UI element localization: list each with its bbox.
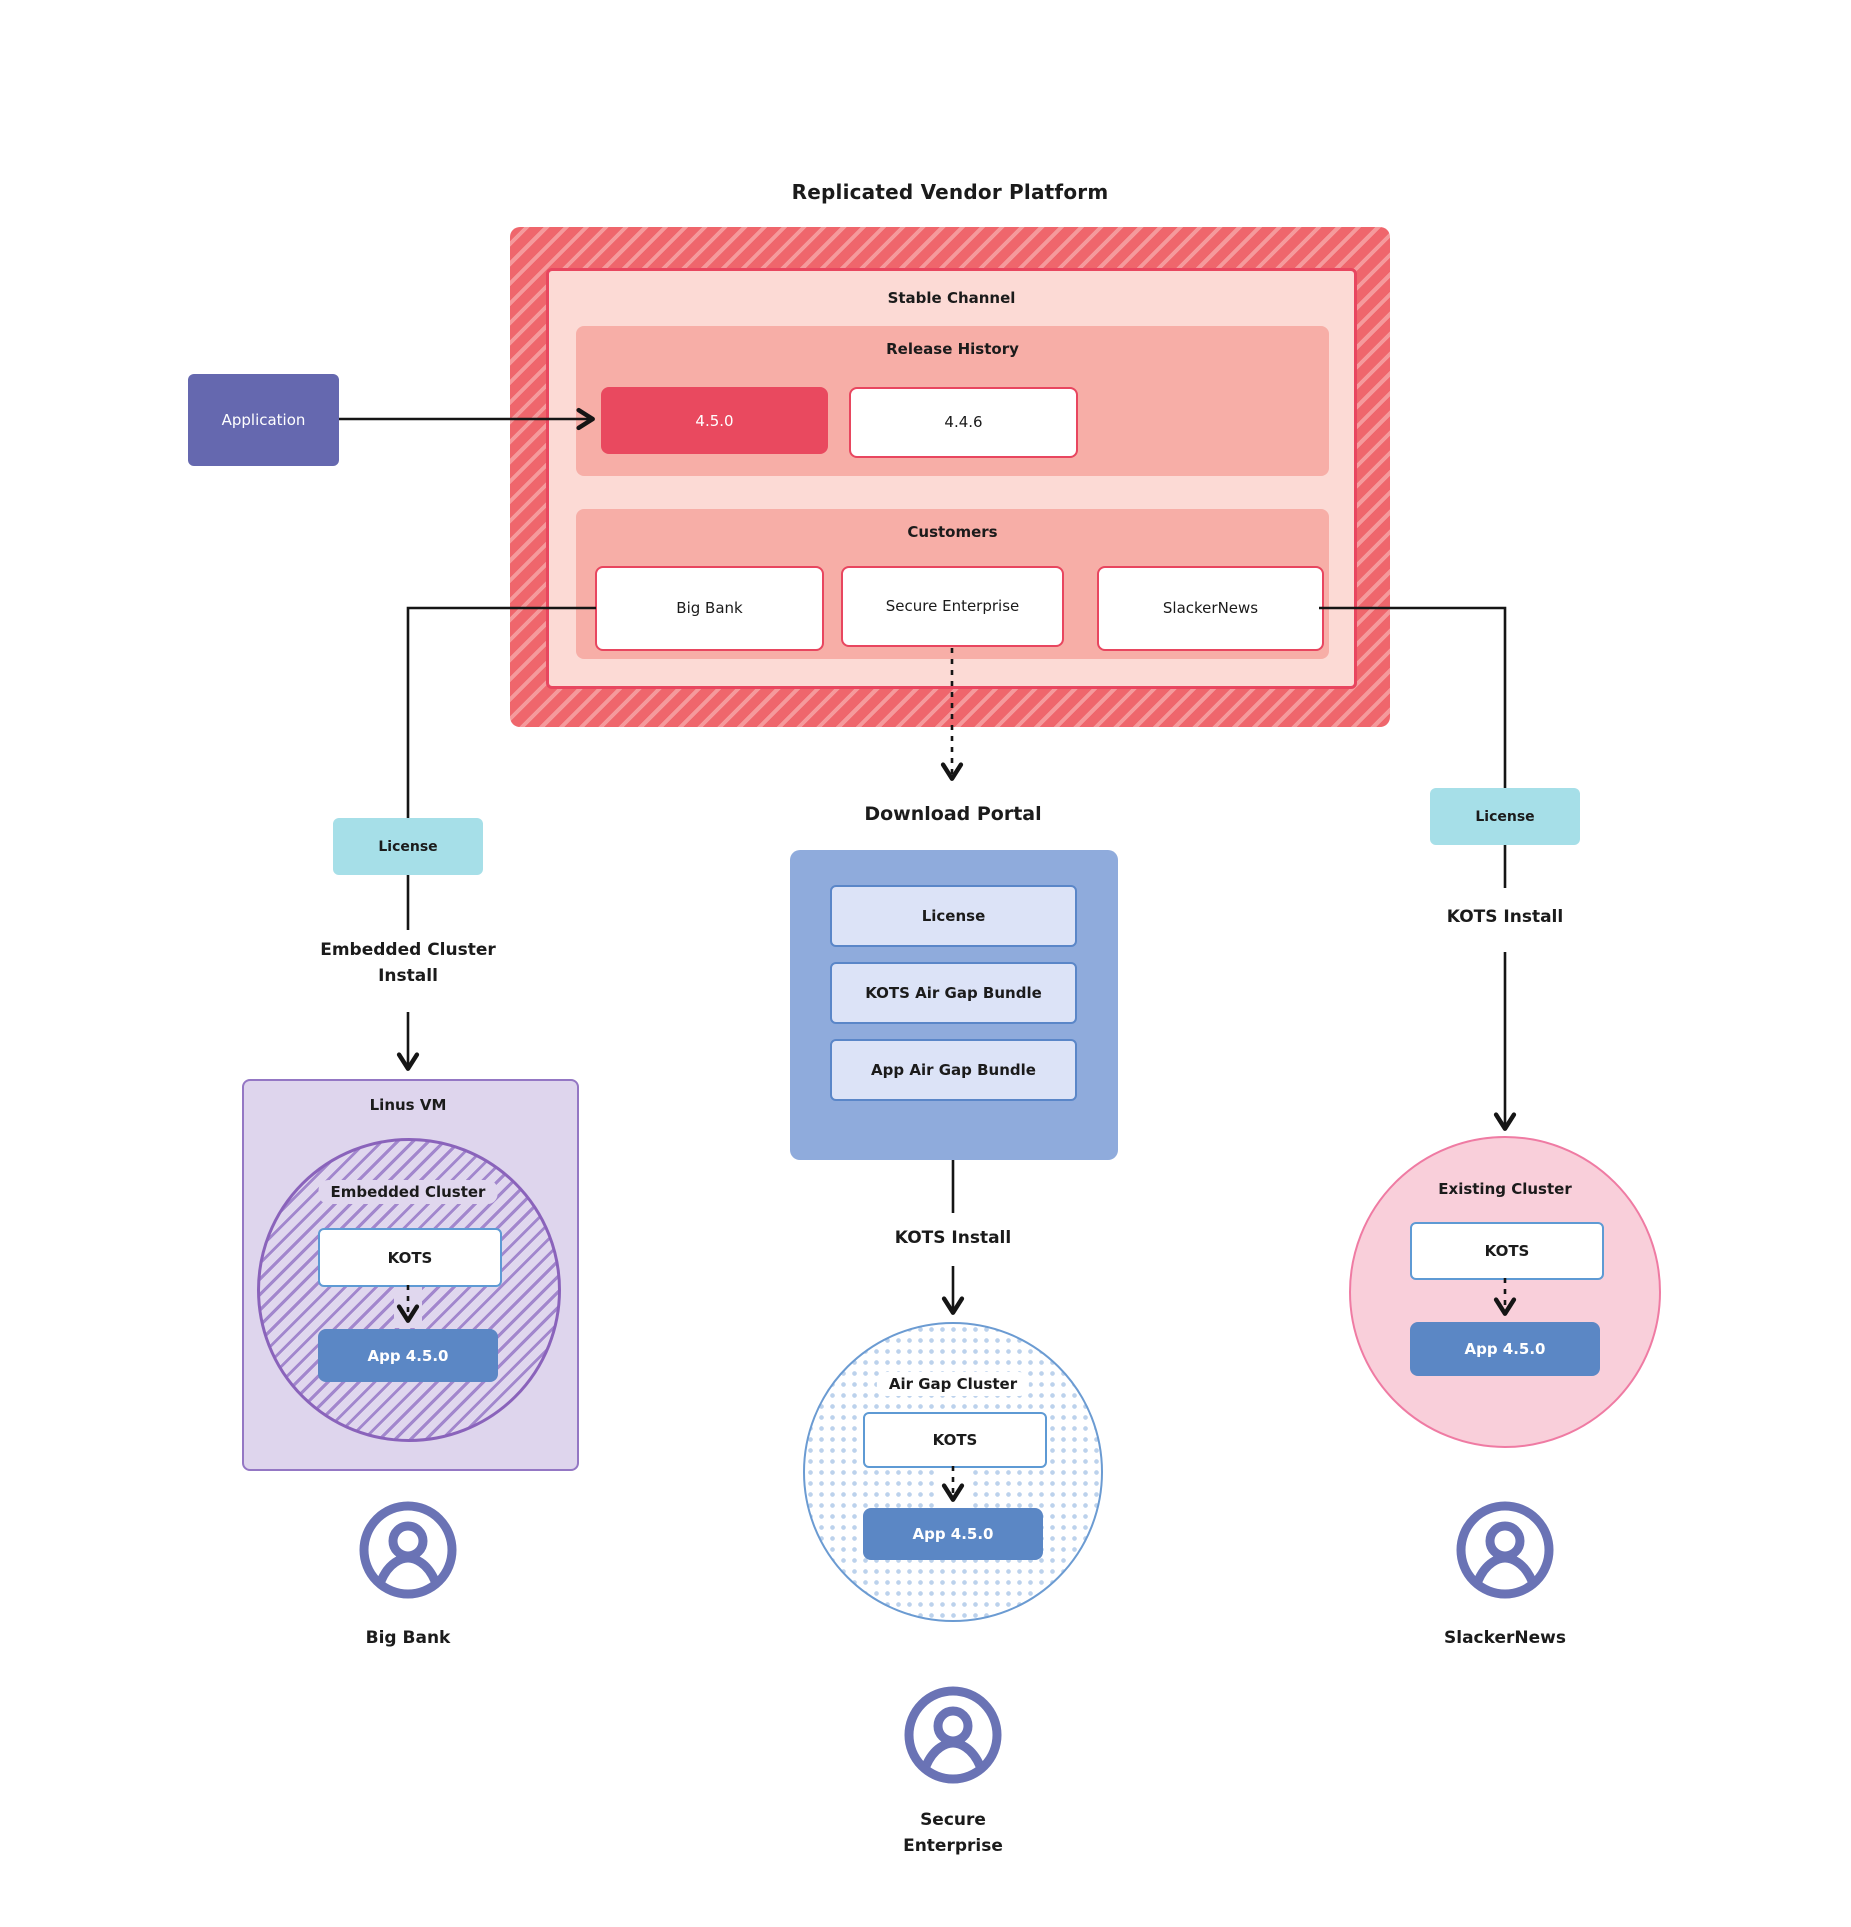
- release-node-previous: 4.4.6: [849, 387, 1078, 458]
- customer-node-slackernews: SlackerNews: [1097, 566, 1324, 651]
- portal-item-kots-air-gap-bundle: KOTS Air Gap Bundle: [830, 962, 1077, 1024]
- stable-channel-label: Stable Channel: [887, 289, 1016, 307]
- existing-cluster-label: Existing Cluster: [1438, 1180, 1572, 1198]
- kots-node-slackernews: KOTS: [1410, 1222, 1604, 1280]
- app-node-secure-enterprise: App 4.5.0: [863, 1508, 1043, 1560]
- release-history-label: Release History: [886, 340, 1019, 358]
- kots-node-big-bank: KOTS: [318, 1228, 502, 1287]
- app-node-big-bank: App 4.5.0: [318, 1329, 498, 1382]
- install-label-big-bank: Embedded Cluster Install: [320, 940, 496, 986]
- portal-item-license: License: [830, 885, 1077, 947]
- customer-node-secure-enterprise: Secure Enterprise: [841, 566, 1064, 647]
- diagram-title: Replicated Vendor Platform: [791, 180, 1109, 204]
- user-label-slackernews: SlackerNews: [1444, 1628, 1566, 1648]
- download-portal-label: Download Portal: [864, 803, 1042, 825]
- platform-box: Stable Channel Release History 4.5.0 4.4…: [510, 227, 1390, 727]
- customers-label: Customers: [907, 523, 998, 541]
- release-history-panel: Release History 4.5.0 4.4.6: [576, 326, 1329, 476]
- stable-channel-panel: Stable Channel Release History 4.5.0 4.4…: [546, 268, 1357, 689]
- user-icon-secure-enterprise: [903, 1686, 1003, 1786]
- license-node-big-bank: License: [333, 818, 483, 875]
- air-gap-arrow-backdrop: [939, 1464, 967, 1508]
- application-node: Application: [188, 374, 339, 466]
- user-icon-big-bank: [358, 1501, 458, 1601]
- portal-item-app-air-gap-bundle: App Air Gap Bundle: [830, 1039, 1077, 1101]
- install-label-slackernews: KOTS Install: [1446, 907, 1564, 927]
- air-gap-cluster-label: Air Gap Cluster: [876, 1372, 1030, 1396]
- user-label-secure-enterprise: Secure Enterprise: [903, 1810, 1003, 1856]
- install-label-secure-enterprise: KOTS Install: [894, 1228, 1012, 1248]
- release-node-current: 4.5.0: [601, 387, 828, 454]
- license-node-slackernews: License: [1430, 788, 1580, 845]
- download-portal-box: License KOTS Air Gap Bundle App Air Gap …: [790, 850, 1118, 1160]
- kots-node-secure-enterprise: KOTS: [863, 1412, 1047, 1468]
- customers-panel: Customers Big Bank Secure Enterprise Sla…: [576, 509, 1329, 659]
- user-label-big-bank: Big Bank: [365, 1628, 451, 1648]
- customer-node-big-bank: Big Bank: [595, 566, 824, 651]
- embedded-cluster-label: Embedded Cluster: [318, 1180, 498, 1204]
- linus-vm-label: Linus VM: [369, 1096, 447, 1114]
- app-node-slackernews: App 4.5.0: [1410, 1322, 1600, 1376]
- embedded-cluster-arrow-backdrop: [394, 1284, 422, 1328]
- user-icon-slackernews: [1455, 1501, 1555, 1601]
